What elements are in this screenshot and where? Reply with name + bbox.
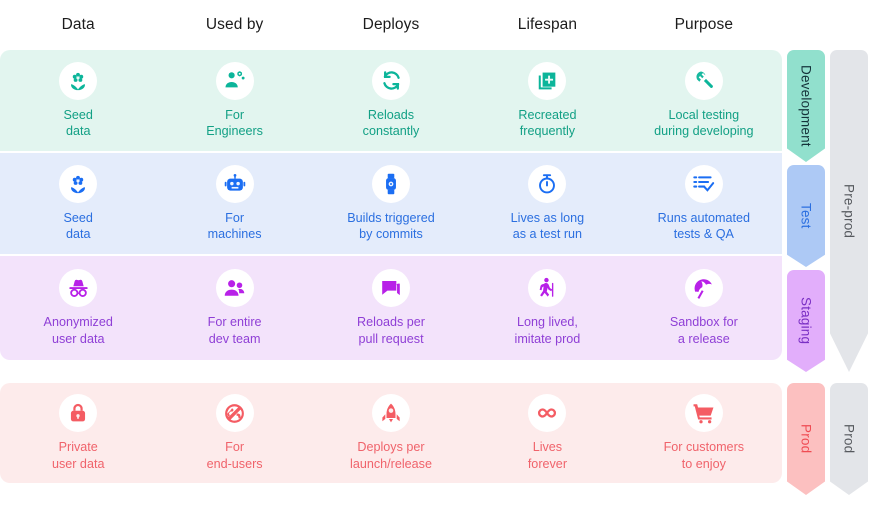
cell-test-purpose: Runs automated tests & QA bbox=[626, 164, 782, 242]
duplicate-add-icon bbox=[528, 61, 567, 100]
rocket-icon bbox=[372, 394, 411, 433]
stage-tag-label: Development bbox=[798, 65, 814, 147]
cell-development-purpose: Local testing during developing bbox=[626, 61, 782, 139]
cell-test-deploys: Builds triggered by commits bbox=[313, 164, 469, 242]
stage-row-prod: Private user data For end-users bbox=[0, 383, 782, 483]
chat-bubble-icon bbox=[372, 269, 411, 308]
cell-label: Builds triggered by commits bbox=[347, 210, 435, 241]
seedling-icon bbox=[59, 61, 98, 100]
column-header-deploys: Deploys bbox=[362, 16, 420, 33]
chevron-shape bbox=[787, 165, 825, 267]
stage-row-development: Seed data For Engineers bbox=[0, 50, 782, 151]
column-header-used-by: Used by bbox=[205, 16, 264, 33]
cell-development-lifespan: Recreated frequently bbox=[469, 61, 625, 139]
group-tag-label: Pre-prod bbox=[841, 183, 857, 239]
cell-label: Seed data bbox=[63, 107, 93, 138]
group-tag-rail: Pre-prod Prod bbox=[830, 0, 868, 511]
cell-development-deploys: Reloads constantly bbox=[313, 61, 469, 139]
shopping-cart-icon bbox=[684, 394, 723, 433]
cell-development-used-by: For Engineers bbox=[156, 61, 312, 139]
cell-label: Local testing during developing bbox=[654, 107, 754, 138]
chevron-shape bbox=[830, 50, 868, 372]
cell-label: Long lived, imitate prod bbox=[514, 315, 581, 346]
cell-prod-purpose: For customers to enjoy bbox=[626, 394, 782, 471]
stage-tag-development[interactable]: Development bbox=[787, 50, 825, 162]
cell-staging-used-by: For entire dev team bbox=[156, 269, 312, 346]
elderly-walk-icon bbox=[528, 269, 567, 308]
engineer-icon bbox=[215, 61, 254, 100]
cell-label: For Engineers bbox=[206, 107, 263, 138]
beach-umbrella-icon bbox=[684, 269, 723, 308]
cell-label: Anonymized user data bbox=[43, 315, 113, 346]
globe-block-icon bbox=[215, 394, 254, 433]
cell-label: Seed data bbox=[63, 210, 93, 241]
cell-label: Runs automated tests & QA bbox=[657, 210, 751, 241]
column-header-row: Data Used by Deploys Lifespan Purpose bbox=[0, 0, 782, 50]
cell-label: Lives as long as a test run bbox=[510, 210, 585, 241]
chevron-shape bbox=[787, 383, 825, 495]
cell-staging-data: Anonymized user data bbox=[0, 269, 156, 346]
column-header-lifespan: Lifespan bbox=[517, 16, 578, 33]
cell-label: Deploys per launch/release bbox=[350, 440, 432, 471]
incognito-icon bbox=[59, 269, 98, 308]
stage-tag-prod[interactable]: Prod bbox=[787, 383, 825, 495]
group-tag-pre-prod[interactable]: Pre-prod bbox=[830, 50, 868, 372]
chevron-shape bbox=[787, 50, 825, 162]
cell-test-data: Seed data bbox=[0, 164, 156, 242]
cell-prod-deploys: Deploys per launch/release bbox=[313, 394, 469, 471]
people-group-icon bbox=[215, 269, 254, 308]
checklist-icon bbox=[684, 164, 723, 203]
seedling-icon bbox=[59, 164, 98, 203]
stage-row-test: Seed data For machines bbox=[0, 153, 782, 254]
robot-icon bbox=[215, 164, 254, 203]
stage-tag-label: Staging bbox=[798, 297, 814, 345]
cell-staging-deploys: Reloads per pull request bbox=[313, 269, 469, 346]
cell-label: Sandbox for a release bbox=[669, 315, 738, 346]
stopwatch-icon bbox=[528, 164, 567, 203]
cell-label: For customers to enjoy bbox=[663, 440, 745, 471]
smartwatch-icon bbox=[372, 164, 411, 203]
cell-staging-lifespan: Long lived, imitate prod bbox=[469, 269, 625, 346]
cell-label: For end-users bbox=[206, 440, 263, 471]
stage-tag-staging[interactable]: Staging bbox=[787, 270, 825, 372]
cell-label: Reloads constantly bbox=[362, 107, 420, 138]
cell-prod-used-by: For end-users bbox=[156, 394, 312, 471]
cell-test-lifespan: Lives as long as a test run bbox=[469, 164, 625, 242]
cell-development-data: Seed data bbox=[0, 61, 156, 139]
stage-tag-test[interactable]: Test bbox=[787, 165, 825, 267]
group-tag-prod[interactable]: Prod bbox=[830, 383, 868, 495]
wrench-icon bbox=[684, 61, 723, 100]
stage-tag-label: Prod bbox=[798, 424, 814, 454]
column-header-purpose: Purpose bbox=[674, 16, 734, 33]
cell-staging-purpose: Sandbox for a release bbox=[626, 269, 782, 346]
stage-tag-rail: Development Test Staging Prod bbox=[787, 0, 825, 511]
cell-label: Lives forever bbox=[527, 440, 568, 471]
chevron-shape bbox=[787, 270, 825, 372]
cell-label: Reloads per pull request bbox=[357, 315, 425, 346]
chevron-shape bbox=[830, 383, 868, 495]
cell-prod-lifespan: Lives forever bbox=[469, 394, 625, 471]
column-header-data: Data bbox=[61, 16, 95, 33]
cell-label: Private user data bbox=[51, 440, 105, 471]
cell-prod-data: Private user data bbox=[0, 394, 156, 471]
cell-label: For machines bbox=[207, 210, 262, 241]
refresh-loop-icon bbox=[372, 61, 411, 100]
stage-row-staging: Anonymized user data For entire dev team bbox=[0, 256, 782, 360]
lock-icon bbox=[59, 394, 98, 433]
group-tag-label: Prod bbox=[841, 424, 857, 454]
stage-tag-label: Test bbox=[798, 203, 814, 229]
cell-label: For entire dev team bbox=[207, 315, 262, 346]
infinity-icon bbox=[528, 394, 567, 433]
cell-label: Recreated frequently bbox=[518, 107, 577, 138]
cell-test-used-by: For machines bbox=[156, 164, 312, 242]
